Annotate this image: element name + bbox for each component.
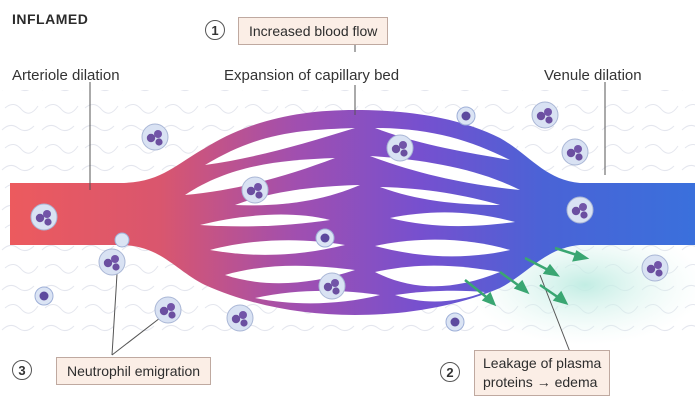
neutrophil-cell — [155, 297, 181, 323]
neutrophil-cell — [99, 249, 125, 275]
step-3-number: 3 — [12, 360, 32, 380]
neutrophil-cell — [532, 102, 558, 128]
venule-dilation-label: Venule dilation — [544, 68, 642, 83]
neutrophil-cell — [142, 124, 168, 150]
neutrophil-cell — [242, 177, 268, 203]
neutrophil-cell — [227, 305, 253, 331]
step-2-proteins: proteins — [483, 374, 533, 390]
step-3-label: Neutrophil emigration — [67, 363, 200, 379]
step-2-line-1: Leakage of plasma — [483, 354, 601, 373]
step-1-label: Increased blood flow — [249, 23, 377, 39]
capillary-expansion-label: Expansion of capillary bed — [224, 68, 399, 83]
step-2-edema: edema — [555, 374, 598, 390]
neutrophil-cell — [387, 135, 413, 161]
arteriole-dilation-label: Arteriole dilation — [12, 68, 120, 83]
red-blood-cell — [457, 107, 475, 125]
step-2-number: 2 — [440, 362, 460, 382]
neutrophil-cell — [567, 197, 593, 223]
neutrophil-cell — [31, 204, 57, 230]
step-2-box: Leakage of plasma proteins → edema — [474, 350, 610, 396]
emigrating-neutrophil — [115, 233, 129, 247]
step-1-box: Increased blood flow — [238, 17, 388, 45]
right-arrow-icon: → — [537, 374, 551, 390]
red-blood-cell — [35, 287, 53, 305]
neutrophil-cell — [642, 255, 668, 281]
diagram-title: INFLAMED — [12, 12, 88, 26]
red-blood-cell — [446, 313, 464, 331]
step-3-box: Neutrophil emigration — [56, 357, 211, 385]
red-blood-cell — [316, 229, 334, 247]
step-1-number: 1 — [205, 20, 225, 40]
neutrophil-cell — [319, 273, 345, 299]
step-2-line-2: proteins → edema — [483, 373, 601, 392]
neutrophil-cell — [562, 139, 588, 165]
